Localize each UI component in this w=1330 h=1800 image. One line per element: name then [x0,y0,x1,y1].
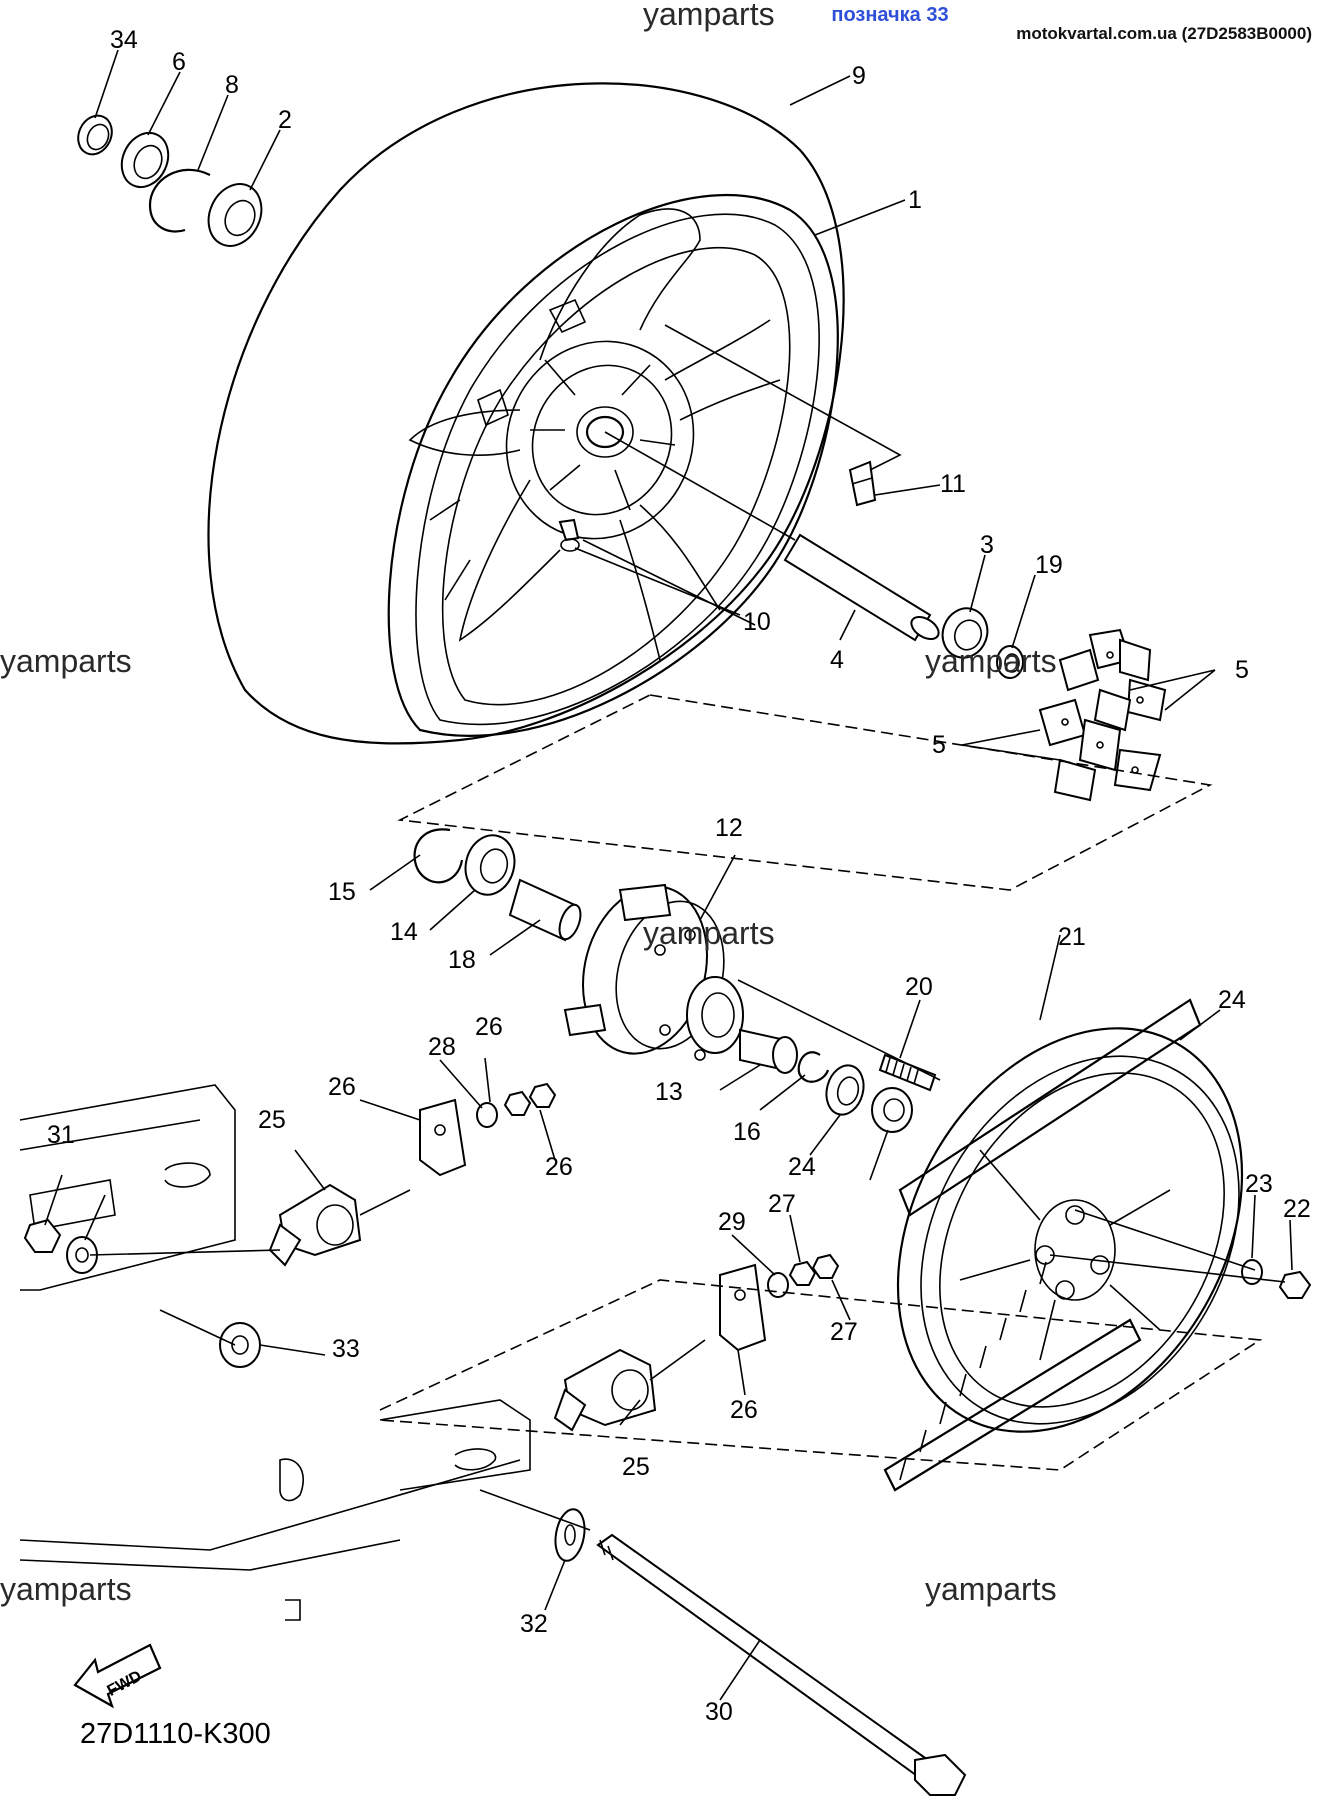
callout-25-lower: 26 [730,1396,758,1424]
callout-19: 21 [1058,923,1086,951]
watermarks: yamparts yamparts yamparts yamparts yamp… [0,0,1057,1607]
watermark-top: yamparts [643,0,775,32]
callout-3: 3 [980,531,994,559]
header-title: позначка 33 [831,4,949,26]
diagram-code: 27D1110-K300 [80,1718,271,1750]
callout-18: 20 [905,973,933,1001]
callout-5-lower: 5 [932,731,946,759]
callout-25-upper: 26 [328,1073,356,1101]
fwd-label: FWD [104,1668,144,1700]
callout-26-right: 26 [545,1153,573,1181]
callout-24-lower: 25 [622,1453,650,1481]
callout-2: 2 [278,106,292,134]
alignment-lines [397,324,1213,891]
rear-wheel-assembly [207,82,845,745]
callout-numbers: 34 6 8 2 9 1 11 10 3 19 4 5 5 12 15 14 1… [47,26,1311,1726]
callout-7: 8 [225,71,239,99]
watermark-mid-right: yamparts [925,643,1057,679]
pulley-and-belt [883,998,1312,1492]
callout-leaders [44,49,1293,1701]
callout-22: 24 [788,1153,816,1181]
callout-31: 31 [47,1121,75,1149]
callout-5-upper: 5 [1235,656,1249,684]
watermark-left: yamparts [0,643,132,679]
callout-23: 24 [1218,986,1246,1014]
header-source: motokvartal.com.ua (27D2583B0000) [1016,24,1312,43]
callout-24-upper: 25 [258,1106,286,1134]
hub-inner-parts [783,460,1167,802]
callout-16: 18 [448,946,476,974]
watermark-bottom-left: yamparts [0,1571,132,1607]
callout-26-lower-top: 27 [768,1190,796,1218]
callout-10: 11 [940,470,966,498]
callout-33: 33 [332,1335,360,1363]
callout-1: 1 [908,186,922,214]
watermark-center: yamparts [643,915,775,951]
callout-32: 32 [520,1610,548,1638]
callout-21: 23 [1245,1170,1273,1198]
callout-8: 9 [852,62,866,90]
callout-26-lower: 27 [830,1318,858,1346]
callout-27-upper: 28 [428,1033,456,1061]
callout-14: 15 [328,878,356,906]
swingarm-assembly [19,1082,1263,1796]
callout-28: 34 [110,26,138,54]
callout-15: 16 [733,1118,761,1146]
callout-30: 30 [705,1698,733,1726]
fwd-arrow: FWD [73,1643,162,1709]
callout-13: 14 [390,918,418,946]
drive-hub-assembly [413,828,941,1133]
callout-12: 13 [655,1078,683,1106]
callout-11: 12 [715,814,743,842]
left-bearing-stack [77,114,263,247]
callout-17: 19 [1035,551,1063,579]
callout-27-lower: 29 [718,1208,746,1236]
callout-9: 10 [743,608,771,636]
callout-20: 22 [1283,1195,1311,1223]
watermark-bottom-right: yamparts [925,1571,1057,1607]
callout-26-top: 26 [475,1013,503,1041]
callout-4: 4 [830,646,844,674]
callout-6: 6 [172,48,186,76]
